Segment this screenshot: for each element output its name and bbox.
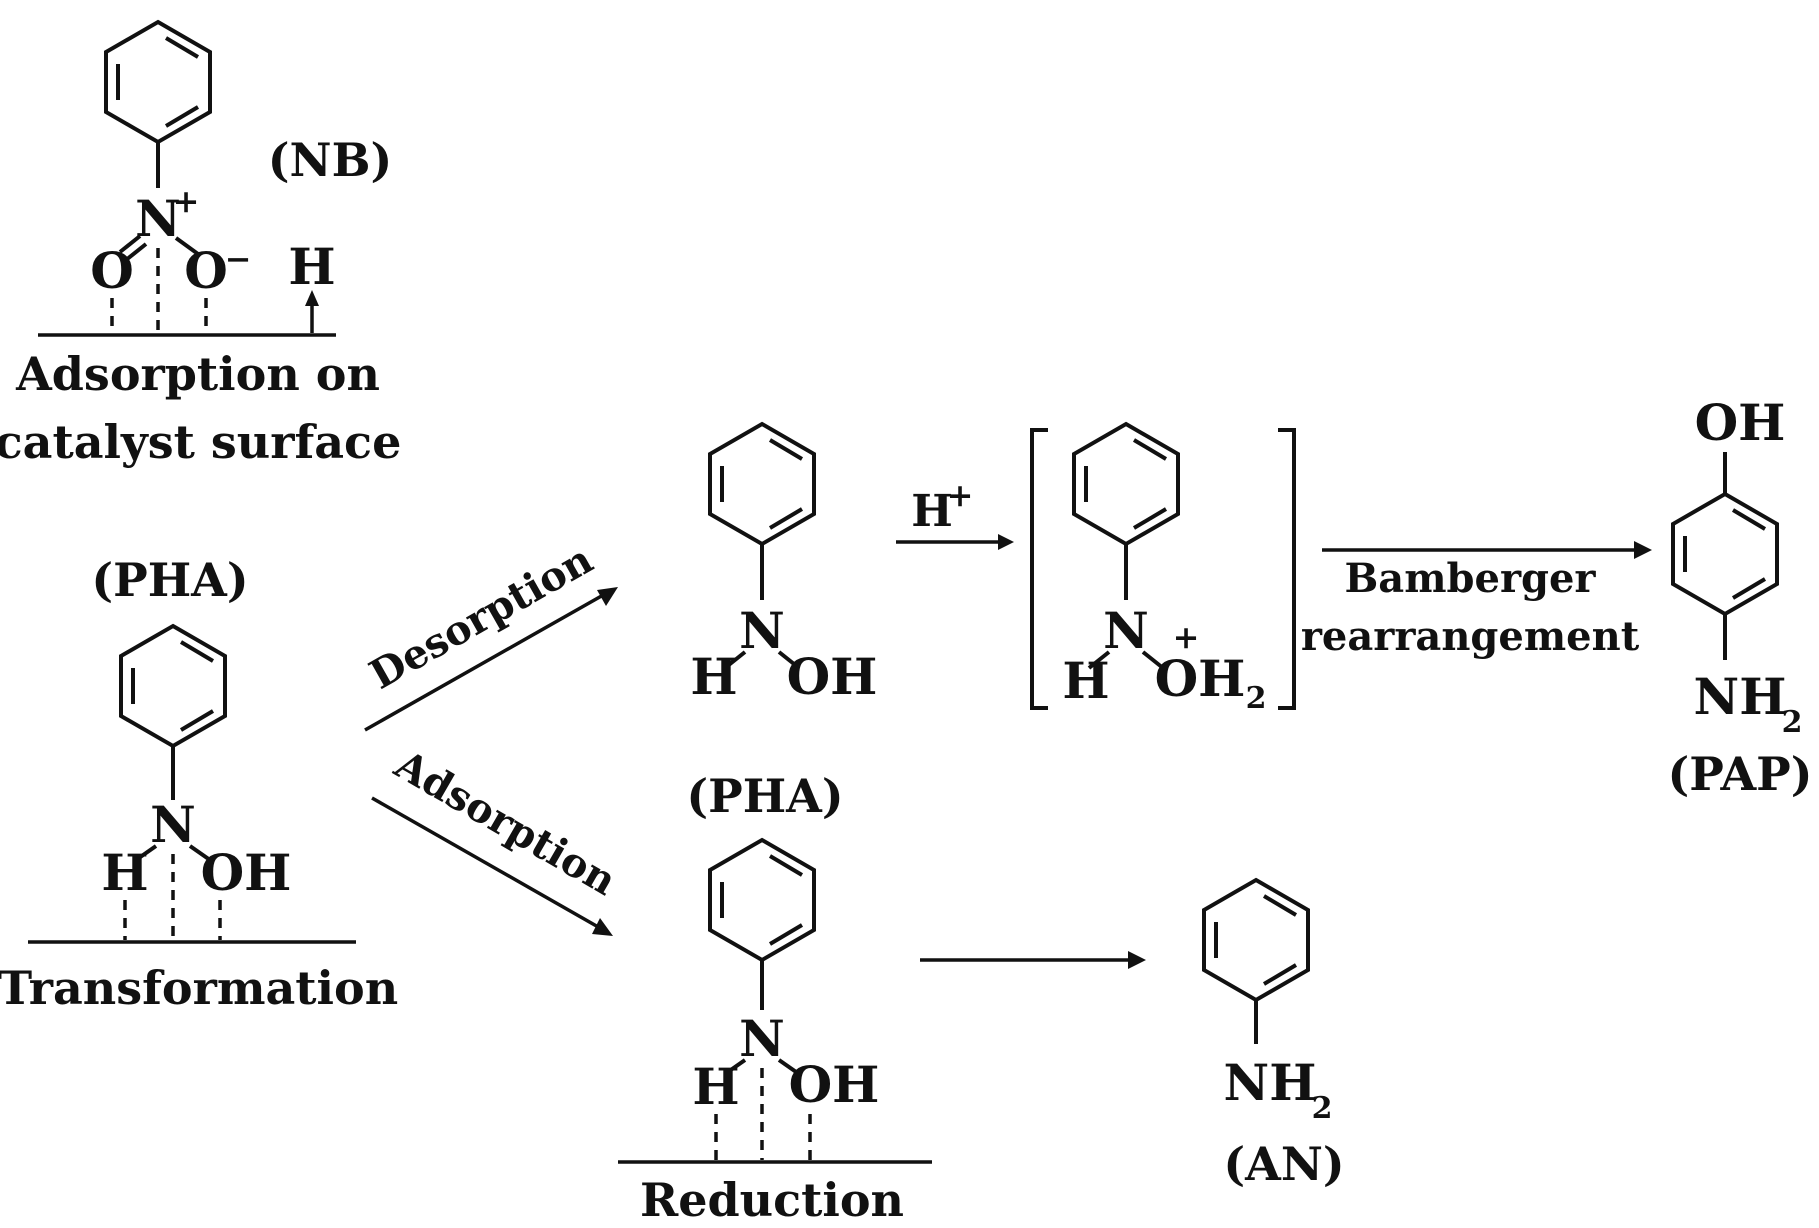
- nitrobenzene-adsorbed: (NB) N + O O − H Adsorption on catalyst …: [0, 20, 401, 469]
- bamberger-label-line2: rearrangement: [1301, 613, 1640, 660]
- reduction-arrow: [920, 951, 1146, 969]
- negative-charge: −: [225, 240, 252, 278]
- protonated-intermediate: N H + OH 2: [1030, 422, 1296, 716]
- positive-charge: +: [173, 182, 200, 220]
- benzene-ring: [104, 20, 212, 144]
- nitrogen-atom: N: [739, 1009, 785, 1068]
- right-bracket: [1278, 428, 1296, 710]
- amino-group: NH: [1224, 1053, 1317, 1112]
- adsorption-caption-line1: Adsorption on: [15, 347, 380, 401]
- pap-label: (PAP): [1667, 747, 1812, 801]
- pha-label-left: (PHA): [91, 553, 248, 607]
- p-aminophenol: OH NH 2 (PAP): [1667, 393, 1812, 801]
- pha-label-lower: (PHA): [686, 769, 843, 823]
- benzene-ring: [708, 838, 816, 962]
- hydrogen-atom: H: [690, 647, 737, 706]
- nitrogen-atom: N: [1103, 601, 1149, 660]
- bamberger-label-line1: Bamberger: [1344, 555, 1596, 602]
- amino-group: NH: [1694, 667, 1787, 726]
- hydroxyl-group: OH: [201, 843, 292, 902]
- hydrogen-atom: H: [1062, 651, 1109, 710]
- adsorbed-hydrogen: H: [288, 237, 335, 296]
- benzene-ring: [1202, 878, 1310, 1002]
- subscript-two: 2: [1782, 705, 1803, 740]
- subscript-two: 2: [1312, 1091, 1333, 1126]
- adsorption-label: Adsorption: [386, 740, 624, 905]
- hydroxyl-group: OH: [1155, 649, 1246, 708]
- benzene-ring: [1671, 492, 1779, 616]
- hydrogen-atom: H: [101, 843, 148, 902]
- benzene-ring: [1072, 422, 1180, 546]
- proton-label: H: [911, 486, 953, 537]
- hydroxyl-group: OH: [1695, 393, 1786, 452]
- an-label: (AN): [1223, 1137, 1344, 1191]
- adsorption-caption-line2: catalyst surface: [0, 415, 401, 469]
- benzene-ring: [708, 422, 816, 546]
- aniline: NH 2 (AN): [1202, 878, 1345, 1191]
- hydroxyl-group: OH: [787, 647, 878, 706]
- bamberger-arrow: Bamberger rearrangement: [1301, 541, 1652, 660]
- oxygen-atom-left: O: [90, 241, 134, 300]
- adsorption-arrow: Adsorption: [371, 740, 624, 936]
- nitrogen-atom: N: [739, 601, 785, 660]
- pha-transformation: (PHA) N H OH Transformation: [0, 553, 398, 1015]
- proton-charge: +: [947, 476, 974, 514]
- subscript-two: 2: [1246, 681, 1267, 716]
- left-bracket: [1030, 428, 1048, 710]
- hydrogen-atom: H: [692, 1057, 739, 1116]
- reduction-caption: Reduction: [640, 1173, 904, 1227]
- pha-desorbed: N H OH: [690, 422, 878, 706]
- protonation-arrow: H +: [896, 476, 1014, 550]
- oxygen-atom-right: O: [184, 241, 228, 300]
- positive-charge: +: [1173, 618, 1200, 656]
- desorption-arrow: Desorption: [362, 536, 618, 732]
- nb-label: (NB): [268, 133, 392, 187]
- nitrogen-atom: N: [150, 795, 196, 854]
- hydroxyl-group: OH: [789, 1055, 880, 1114]
- nitrogen-atom: N: [135, 189, 181, 248]
- pha-reduction: (PHA) N H OH Reduction: [618, 769, 932, 1227]
- transformation-caption: Transformation: [0, 961, 398, 1015]
- benzene-ring: [119, 624, 227, 748]
